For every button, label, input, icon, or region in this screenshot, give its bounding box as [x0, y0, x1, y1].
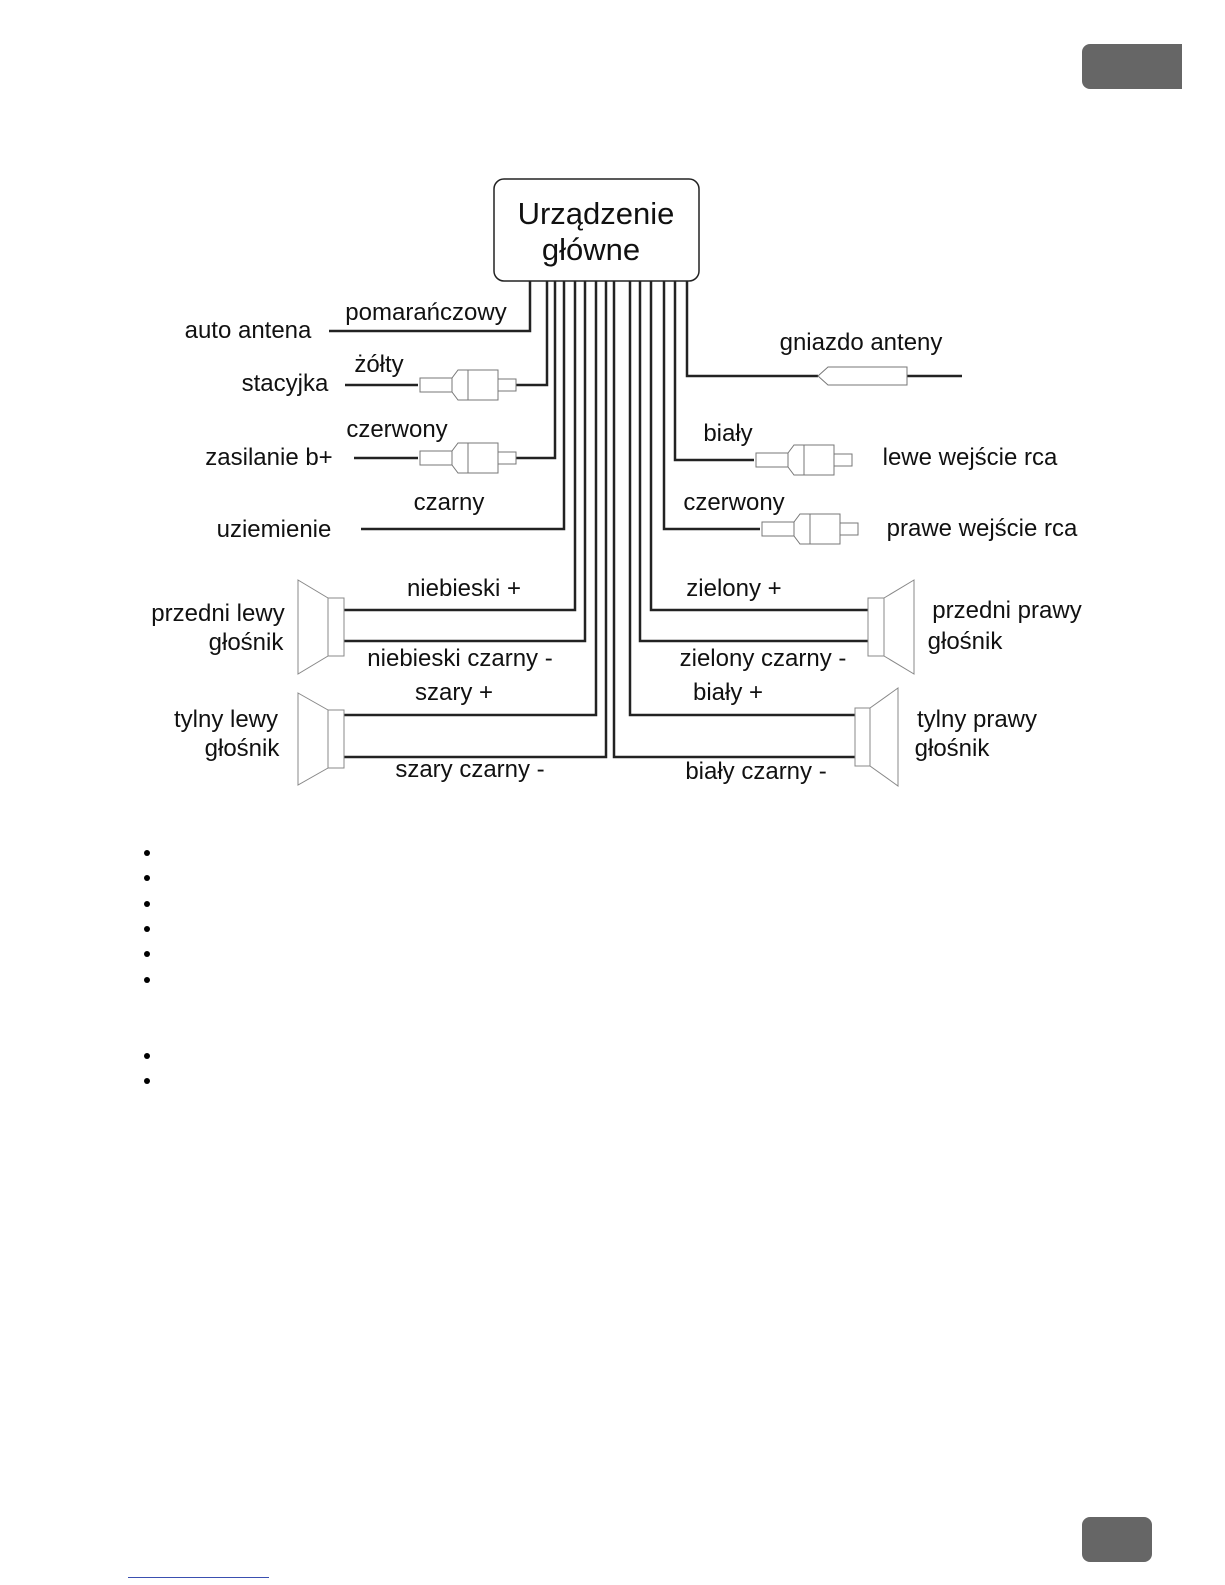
rear-left-minus-label: szary czarny - [395, 756, 544, 783]
front-right-speaker-icon [867, 579, 915, 675]
front-left-plus-label: niebieski + [407, 575, 521, 602]
bullet-item [140, 973, 154, 987]
front-left-speaker-label-line2: głośnik [209, 629, 285, 656]
antenna-socket-label: gniazdo anteny [780, 329, 943, 356]
red-wire-label: czerwony [346, 416, 447, 443]
bullet-item [140, 897, 154, 911]
wire-front-left-plus [344, 281, 577, 612]
wire-rca-left [673, 281, 754, 462]
rear-right-plus-label: biały + [693, 679, 763, 706]
wire-rear-right-plus [628, 281, 855, 717]
yellow-wire-label: żółty [354, 351, 403, 378]
wire-ignition [501, 281, 549, 387]
bullet-item [140, 922, 154, 936]
front-right-minus-label: zielony czarny - [680, 645, 847, 672]
battery-connector [419, 442, 517, 474]
page-number-tab [1082, 1517, 1152, 1562]
wire-rear-left-minus [344, 281, 608, 759]
front-right-speaker-label-line2: głośnik [928, 628, 1004, 655]
ground-label: uziemienie [217, 516, 332, 543]
rear-left-plus-label: szary + [415, 679, 493, 706]
red-rca-wire-label: czerwony [683, 489, 784, 516]
rca-right-connector [761, 513, 859, 545]
rear-right-speaker-icon [854, 687, 899, 787]
auto-antenna-label: auto antena [185, 317, 312, 344]
rear-right-minus-label: biały czarny - [685, 758, 826, 785]
wire-rear-right-minus [612, 281, 855, 759]
wire-antenna-socket [685, 281, 818, 378]
antenna-socket-connector [817, 366, 908, 386]
rear-left-speaker-icon [297, 692, 345, 786]
front-left-speaker-icon [297, 579, 345, 675]
wire-battery [502, 281, 557, 460]
wire-front-left-minus [344, 281, 587, 643]
rca-left-connector [755, 444, 853, 476]
bullet-item [140, 871, 154, 885]
rear-right-speaker-label-line2: głośnik [915, 735, 991, 762]
ignition-label: stacyjka [242, 370, 329, 397]
main-unit-label-line1: Urządzenie [518, 196, 675, 231]
front-left-minus-label: niebieski czarny - [367, 645, 552, 672]
white-wire-label: biały [703, 420, 752, 447]
wire-antenna [329, 281, 532, 333]
front-right-plus-label: zielony + [686, 575, 781, 602]
wire-rca-right [662, 281, 760, 531]
ignition-connector [419, 369, 517, 401]
wire-ground [361, 281, 566, 531]
wire-rear-left-plus [344, 281, 598, 717]
bullet-item [140, 947, 154, 961]
rca-right-label: prawe wejście rca [887, 515, 1078, 542]
orange-wire-label: pomarańczowy [345, 299, 506, 326]
bullet-item [140, 846, 154, 860]
footer-link-underline [128, 1577, 269, 1578]
battery-label: zasilanie b+ [205, 444, 332, 471]
front-left-speaker-label-line1: przedni lewy [151, 600, 284, 627]
black-wire-label: czarny [414, 489, 485, 516]
wire-front-right-minus [638, 281, 868, 643]
bullet-item [140, 1049, 154, 1063]
wire-front-right-plus [649, 281, 868, 612]
rear-left-speaker-label-line1: tylny lewy [174, 706, 278, 733]
rear-right-speaker-label-line1: tylny prawy [917, 706, 1037, 733]
rca-left-label: lewe wejście rca [883, 444, 1058, 471]
main-unit-label-line2: główne [542, 232, 640, 267]
rear-left-speaker-label-line2: głośnik [205, 735, 281, 762]
front-right-speaker-label-line1: przedni prawy [932, 597, 1081, 624]
chapter-tab [1082, 44, 1182, 89]
bullet-item [140, 1074, 154, 1088]
